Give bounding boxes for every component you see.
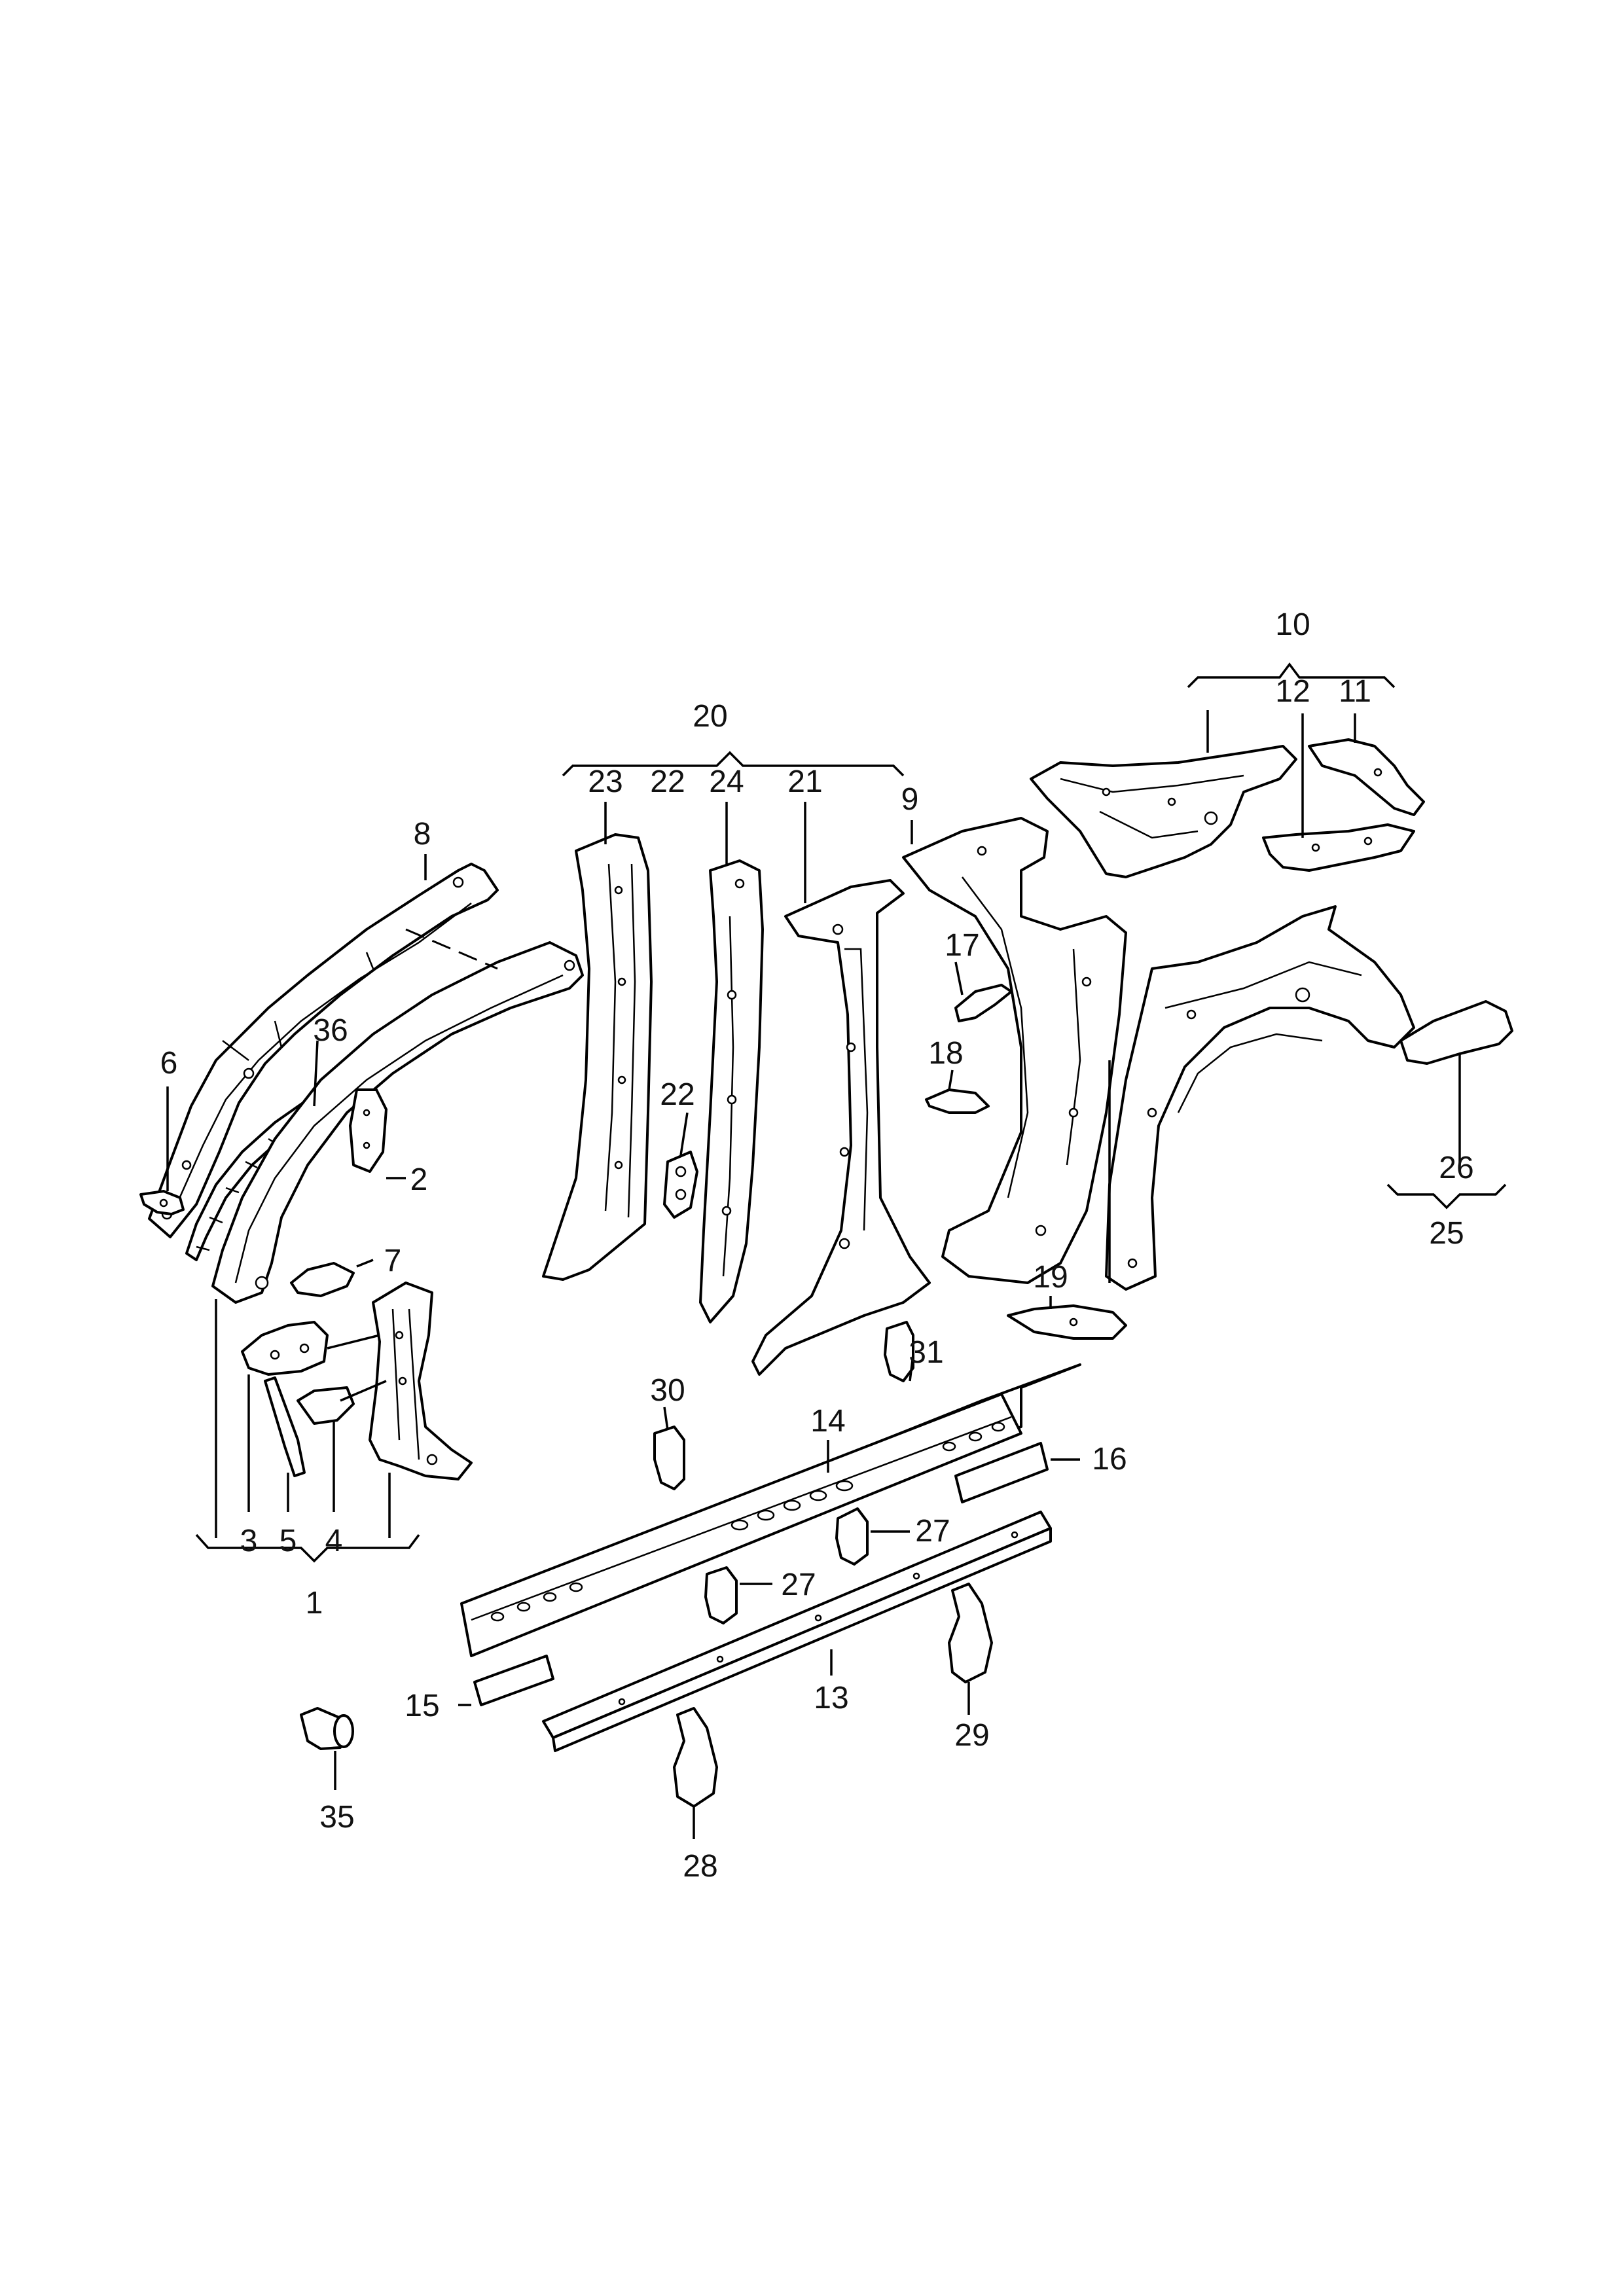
sill-holes	[490, 1422, 1005, 1622]
part-13-sill-beam	[542, 1511, 1052, 1752]
part-27-bracket-b	[835, 1507, 869, 1566]
label-13: 13	[814, 1681, 848, 1715]
label-16: 16	[1092, 1442, 1127, 1477]
part-14-sill-panel	[460, 1363, 1081, 1657]
label-36: 36	[313, 1013, 348, 1048]
part-10-rear-frame	[1030, 745, 1297, 878]
label-27-left: 27	[781, 1568, 816, 1602]
label-35: 35	[319, 1800, 354, 1835]
part-2-panel	[349, 1088, 388, 1173]
part-29-bracket	[948, 1583, 993, 1683]
part-9-c-pillar	[902, 817, 1127, 1284]
part-26-bracket	[1399, 1000, 1513, 1065]
label-18: 18	[928, 1036, 963, 1071]
label-10: 10	[1275, 607, 1310, 642]
label-28: 28	[683, 1849, 717, 1884]
label-8: 8	[414, 817, 431, 852]
label-20: 20	[693, 699, 727, 734]
label-6: 6	[160, 1046, 178, 1081]
label-5: 5	[280, 1524, 297, 1558]
label-17: 17	[945, 928, 979, 963]
part-30-bracket	[653, 1426, 685, 1490]
label-1: 1	[306, 1586, 323, 1621]
part-a-pillar-inner	[211, 928, 584, 1304]
label-21: 21	[787, 764, 822, 799]
part-7-bracket	[290, 1262, 355, 1297]
label-19: 19	[1033, 1260, 1068, 1295]
part-11-panel	[1308, 738, 1425, 816]
label-24: 24	[709, 764, 744, 799]
label-27-right: 27	[915, 1514, 950, 1549]
label-15: 15	[405, 1689, 439, 1723]
part-28-bracket	[673, 1707, 718, 1808]
leader-lines	[166, 710, 1461, 1839]
label-7: 7	[384, 1244, 402, 1278]
part-labels: 20 23 22 24 21 9 10 12 11 8 6 36 2 22 17…	[160, 607, 1474, 1884]
label-30: 30	[650, 1373, 685, 1408]
group-brackets	[195, 662, 1507, 1563]
part-23-b-pillar	[542, 833, 653, 1281]
label-9: 9	[901, 782, 919, 817]
part-3-bracket	[241, 1321, 329, 1376]
label-22-top: 22	[650, 764, 685, 799]
label-22: 22	[660, 1077, 695, 1112]
part-12-panel	[1262, 823, 1415, 872]
label-2: 2	[410, 1162, 428, 1197]
label-25: 25	[1429, 1216, 1464, 1251]
part-18-bracket	[925, 1088, 990, 1114]
part-35-bolt	[300, 1707, 354, 1750]
part-6-bracket	[139, 1190, 185, 1215]
part-8-roof-rail	[148, 863, 499, 1238]
label-3: 3	[240, 1524, 258, 1558]
part-31-bracket	[884, 1321, 914, 1382]
label-29: 29	[954, 1718, 989, 1753]
part-19-bracket	[1007, 1304, 1127, 1340]
label-4: 4	[325, 1524, 343, 1558]
part-4-bracket	[297, 1386, 355, 1425]
part-22-plate	[663, 1151, 698, 1219]
part-15-patch	[473, 1655, 554, 1706]
label-31: 31	[909, 1335, 943, 1370]
label-26: 26	[1439, 1151, 1473, 1185]
part-21-b-pillar-inner	[751, 879, 931, 1376]
label-11: 11	[1339, 674, 1371, 709]
label-12: 12	[1275, 674, 1310, 709]
part-25-quarter-inner	[1105, 905, 1415, 1291]
part-16-patch	[954, 1442, 1049, 1503]
part-a-pillar-lower	[369, 1282, 473, 1480]
part-17-bracket	[954, 984, 1013, 1022]
label-23: 23	[588, 764, 623, 799]
part-5-strut	[264, 1376, 306, 1477]
label-14: 14	[810, 1404, 845, 1439]
part-27-bracket-a	[704, 1566, 738, 1624]
part-24-reinforcement	[699, 859, 764, 1323]
